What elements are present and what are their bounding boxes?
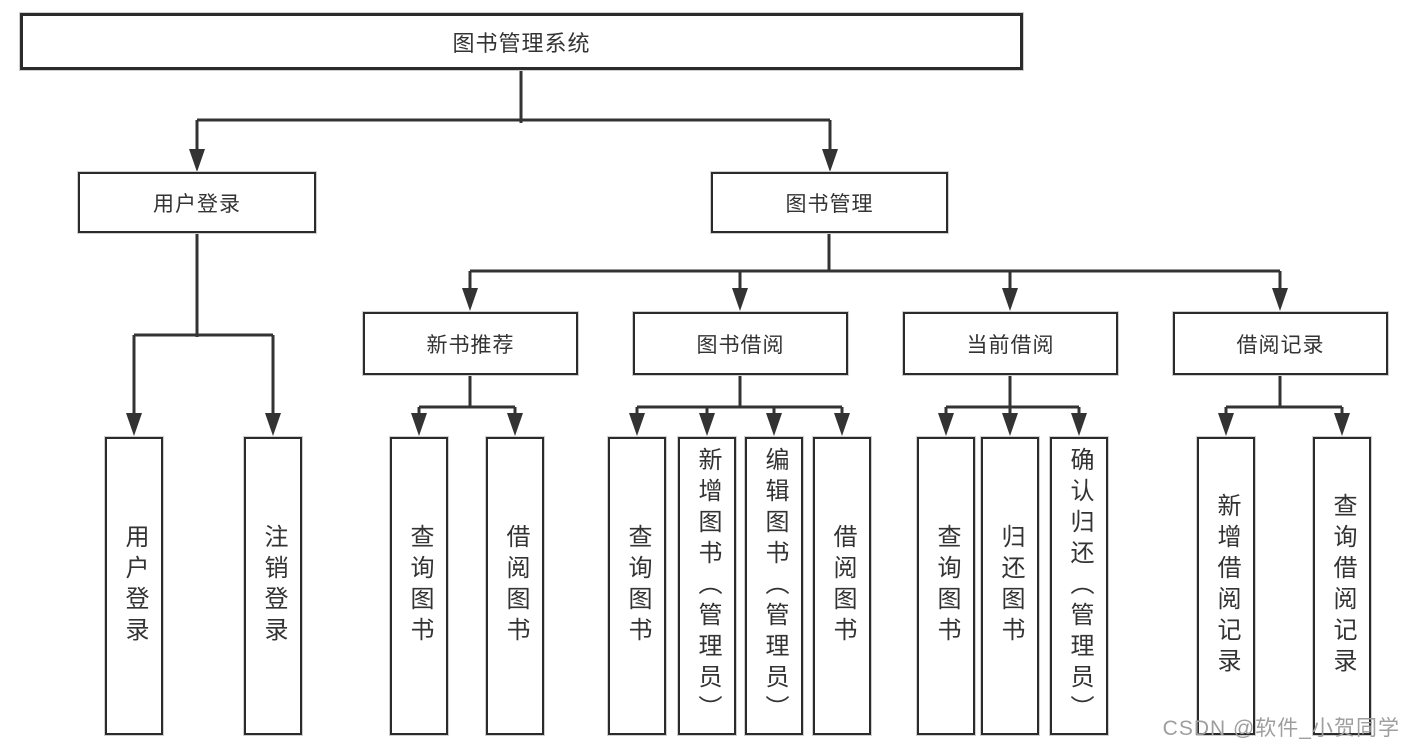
leaf-edit-book-admin: 编辑图书（管理员） — [745, 437, 803, 735]
leaf-query-book-borrow: 查询图书 — [608, 437, 666, 735]
node-label: 查询借阅记录 — [1329, 493, 1356, 679]
arrowhead — [699, 413, 715, 436]
arrowhead — [822, 149, 838, 172]
arrowhead — [766, 413, 782, 436]
node-label: 查询图书 — [933, 524, 960, 648]
node-label: 图书管理 — [785, 192, 874, 216]
node-label: 注销登录 — [260, 524, 287, 648]
arrowhead — [189, 149, 205, 172]
arrowhead — [507, 413, 523, 436]
arrowhead — [265, 413, 281, 436]
node-label: 图书管理系统 — [452, 30, 591, 56]
leaf-return-book: 归还图书 — [981, 437, 1039, 735]
arrowhead — [732, 288, 748, 311]
leaf-user-login: 用户登录 — [105, 437, 163, 735]
node-new-book-recommend: 新书推荐 — [363, 312, 578, 375]
node-label: 新增借阅记录 — [1213, 493, 1240, 679]
node-label: 查询图书 — [624, 524, 651, 648]
node-library-management-system: 图书管理系统 — [20, 13, 1023, 70]
node-label: 借阅图书 — [829, 524, 856, 648]
node-borrow-records: 借阅记录 — [1173, 312, 1388, 375]
node-label: 用户登录 — [153, 192, 241, 216]
arrowhead — [1002, 288, 1018, 311]
leaf-add-book-admin: 新增图书（管理员） — [678, 437, 736, 735]
node-label: 查询图书 — [406, 524, 433, 648]
leaf-logout: 注销登录 — [244, 437, 302, 735]
arrowhead — [1334, 413, 1350, 436]
node-label: 编辑图书（管理员） — [761, 446, 788, 726]
arrowhead — [629, 413, 645, 436]
node-current-borrow: 当前借阅 — [903, 312, 1118, 375]
node-label: 图书借阅 — [696, 333, 785, 357]
arrowhead — [126, 413, 142, 436]
leaf-query-borrow-record: 查询借阅记录 — [1313, 437, 1371, 735]
node-label: 新增图书（管理员） — [694, 446, 721, 726]
leaf-add-borrow-record: 新增借阅记录 — [1197, 437, 1255, 735]
node-label: 用户登录 — [121, 524, 148, 648]
arrowhead — [938, 413, 954, 436]
node-label: 借阅记录 — [1236, 333, 1325, 357]
node-user-login: 用户登录 — [78, 172, 316, 233]
leaf-confirm-return-admin: 确认归还（管理员） — [1050, 437, 1108, 735]
node-label: 新书推荐 — [426, 333, 515, 357]
arrowhead — [1002, 413, 1018, 436]
arrowhead — [1218, 413, 1234, 436]
node-label: 借阅图书 — [502, 524, 529, 648]
node-label: 归还图书 — [997, 524, 1024, 648]
node-book-management: 图书管理 — [711, 172, 948, 233]
node-label: 确认归还（管理员） — [1066, 446, 1093, 726]
leaf-borrow-book: 借阅图书 — [813, 437, 871, 735]
leaf-query-book-current: 查询图书 — [917, 437, 975, 735]
arrowhead — [1272, 288, 1288, 311]
arrowhead — [834, 413, 850, 436]
leaf-query-book-recommend: 查询图书 — [390, 437, 448, 735]
arrowhead — [462, 288, 478, 311]
arrowhead — [411, 413, 427, 436]
leaf-borrow-book-recommend: 借阅图书 — [486, 437, 544, 735]
arrowhead — [1071, 413, 1087, 436]
node-book-borrow: 图书借阅 — [633, 312, 848, 375]
csdn-watermark: CSDN @软件_小贺同学 — [1162, 717, 1400, 740]
node-label: 当前借阅 — [966, 333, 1055, 357]
